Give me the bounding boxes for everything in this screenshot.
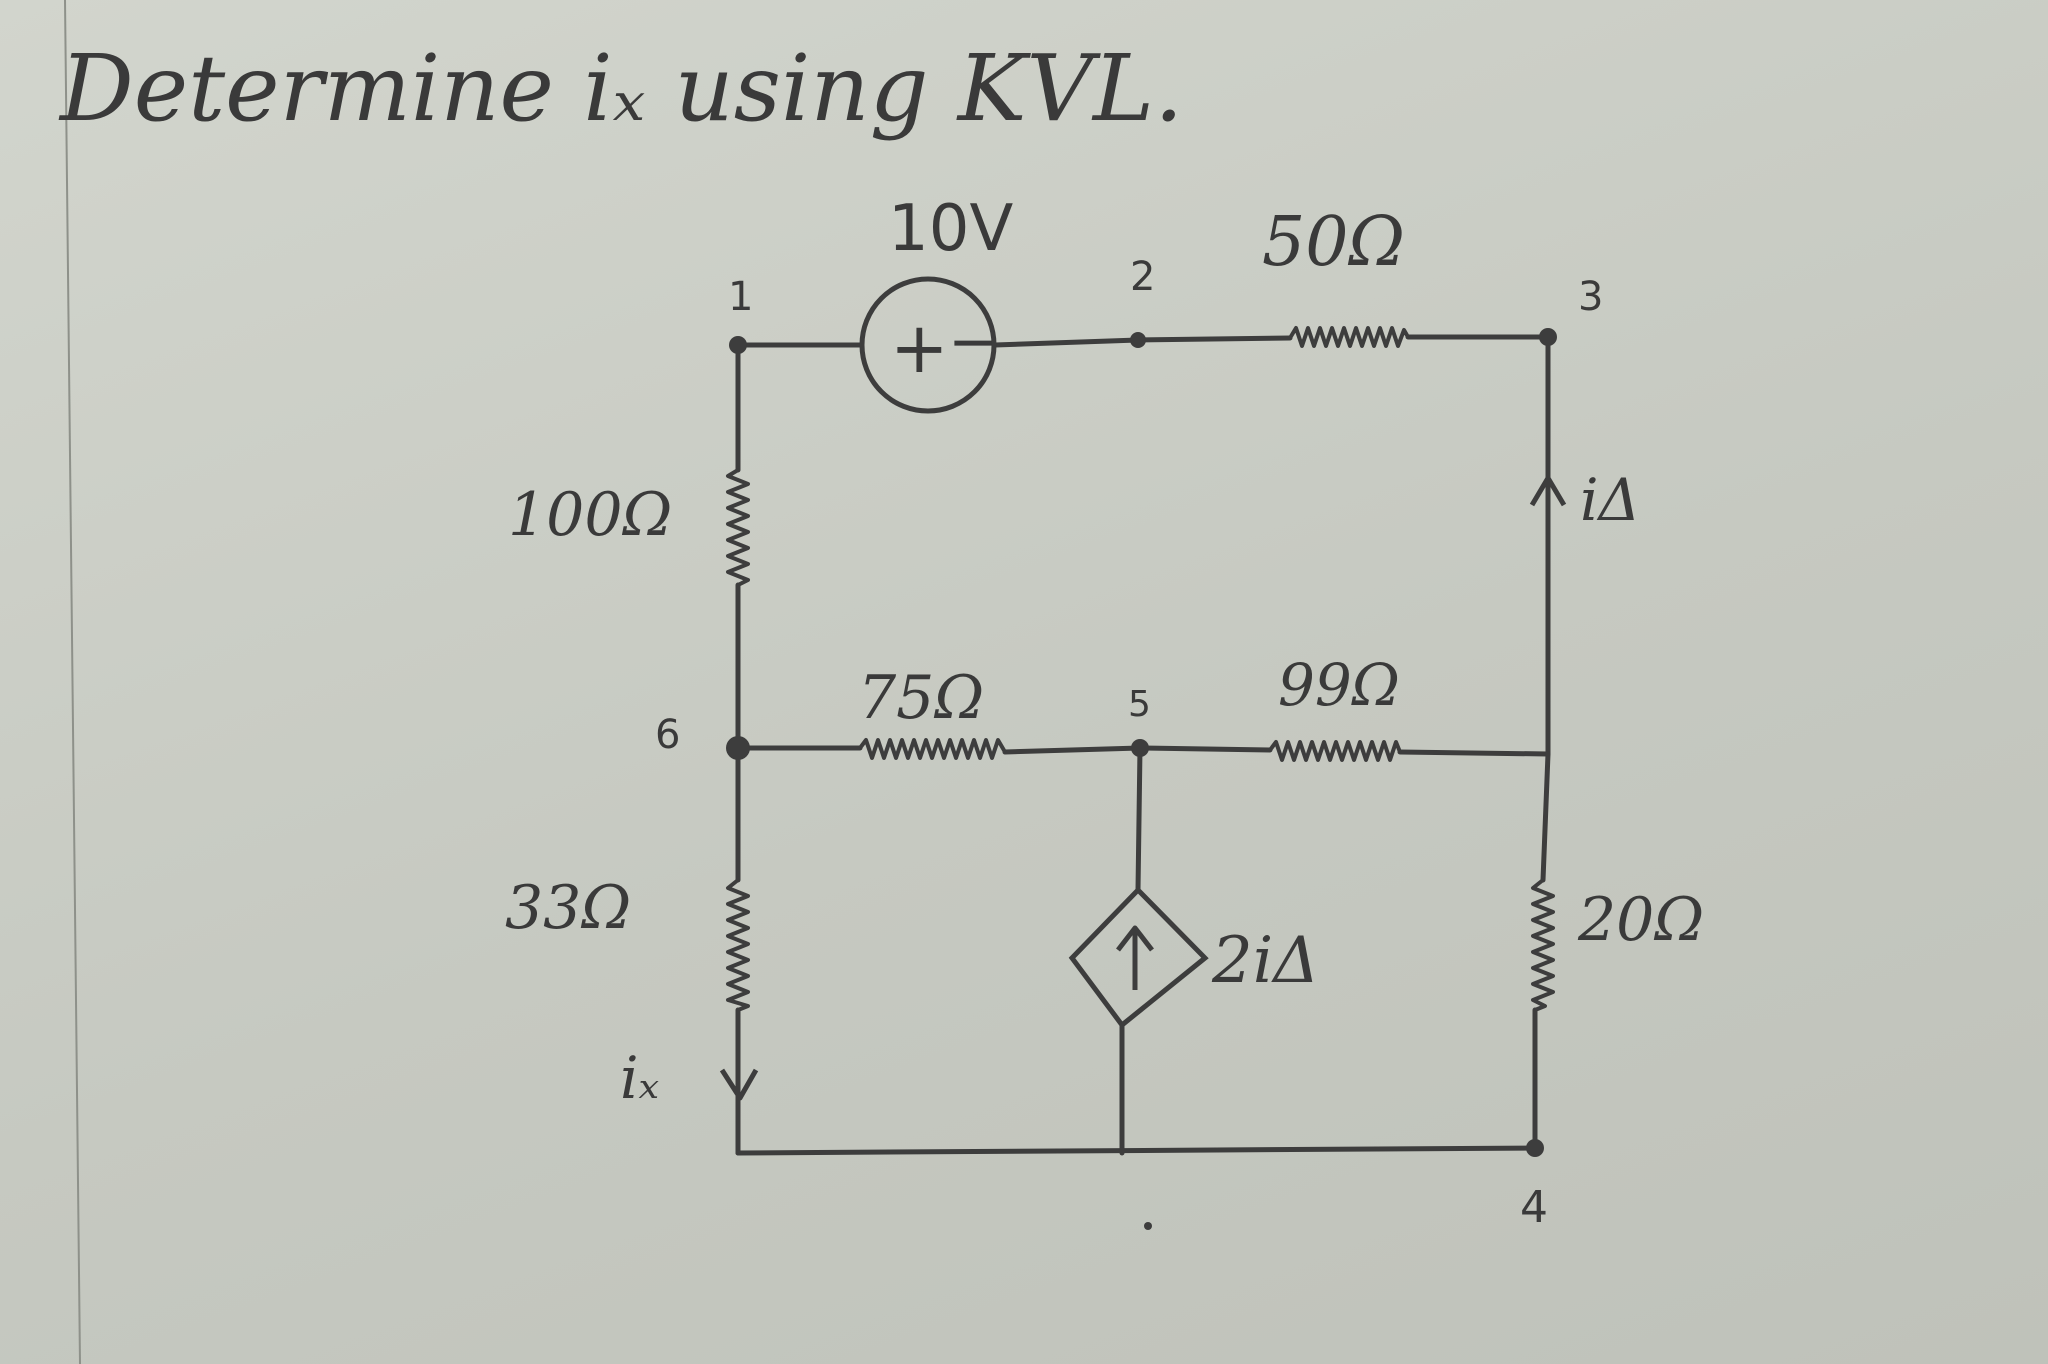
resistor-75 [858,738,1007,760]
node-4 [1526,1139,1544,1157]
wire-top-mid [992,337,1141,348]
wire-mid-right [1397,749,1551,757]
dependent-current-source [1068,886,1209,1029]
wire-50-lead [1135,335,1293,343]
label-99-ohm: 99Ω [1278,651,1400,719]
wire-mid-center [1002,745,1143,755]
label-ix: iₓ [620,1044,660,1112]
source-value: 10V [888,192,1013,266]
resistor-20 [1531,878,1555,1012]
node-1 [729,336,747,354]
label-75-ohm: 75Ω [858,663,984,733]
node-label-2: 2 [1130,254,1155,300]
node-5 [1131,739,1149,757]
problem-title: Determine iₓ using KVL. [58,35,1183,142]
node-label-1: 1 [728,274,753,320]
wire-right-mid [1540,751,1551,883]
voltage-source: + − [859,276,998,414]
wire-bottom [735,1145,1538,1156]
wire-dep-upper [1135,745,1143,893]
dep-source-label: 2iΔ [1211,924,1319,998]
resistor-100 [726,468,750,587]
node-label-5: 5 [1128,684,1151,725]
label-33-ohm: 33Ω [505,873,631,943]
current-arrow-ix [719,1068,759,1101]
resistor-99 [1268,740,1402,762]
node-label-4: 4 [1520,1182,1548,1233]
wire-99-lead [1137,745,1273,753]
label-idelta: iΔ [1580,466,1640,534]
plus-sign: + [890,307,949,389]
stray-dot [1144,1222,1152,1230]
resistor-50 [1288,326,1410,348]
margin-line [64,0,81,1364]
resistor-33 [726,878,750,1012]
current-arrow-idelta [1529,475,1567,507]
minus-sign: − [948,307,998,377]
node-6 [726,736,750,760]
node-2 [1130,332,1146,348]
label-20-ohm: 20Ω [1577,885,1704,955]
node-label-3: 3 [1578,274,1603,320]
node-label-6: 6 [655,712,680,758]
label-50-ohm: 50Ω [1262,203,1405,282]
node-3 [1539,328,1557,346]
label-100-ohm: 100Ω [508,480,672,550]
